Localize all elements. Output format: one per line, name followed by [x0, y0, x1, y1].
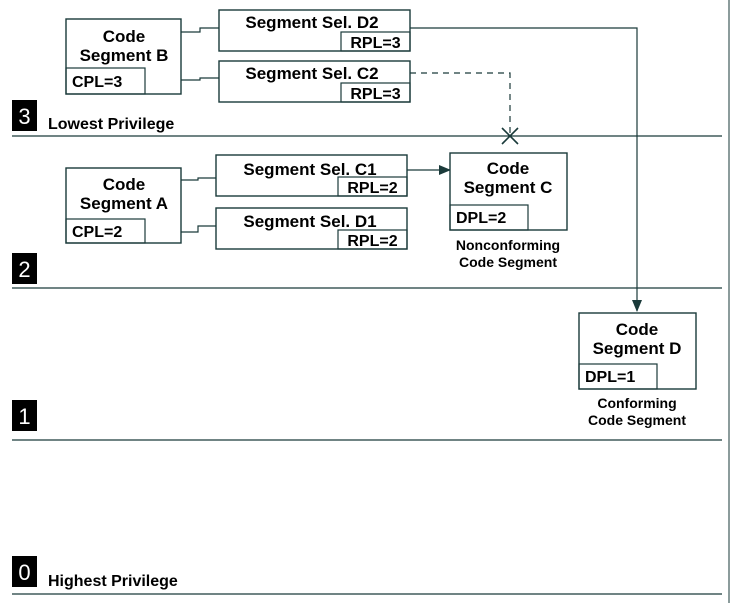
selector-c1-rpl: RPL=2	[347, 180, 397, 197]
level-0-description: Highest Privilege	[48, 573, 178, 590]
code-segment-c-privilege: DPL=2	[456, 210, 506, 227]
code-segment-a-privilege: CPL=2	[72, 224, 122, 241]
connector-a-c1	[181, 177, 216, 181]
connector-a-d1	[181, 225, 216, 233]
selector-d1: Segment Sel. D1 RPL=2	[215, 207, 408, 250]
dashed-c2-to-c	[410, 72, 511, 136]
level-0: 0 Highest Privilege	[12, 556, 178, 590]
selector-d2: Segment Sel. D2 RPL=3	[218, 9, 411, 52]
level-3-badge	[12, 100, 37, 131]
arrow-d2-to-d	[410, 27, 642, 312]
code-segment-d-title-line2: Segment D	[593, 339, 682, 358]
denied-cross-b	[501, 127, 519, 145]
selector-c1-label: Segment Sel. C1	[243, 160, 376, 179]
code-segment-b-title-line2: Segment B	[80, 46, 169, 65]
level-2-badge	[12, 253, 37, 284]
code-segment-b-privilege: CPL=3	[72, 74, 122, 91]
selector-c2: Segment Sel. C2 RPL=3	[218, 60, 411, 103]
selector-d1-label: Segment Sel. D1	[243, 212, 376, 231]
code-segment-c-caption-line1: Nonconforming	[456, 237, 560, 253]
code-segment-d-caption-line1: Conforming	[597, 395, 676, 411]
code-segment-c-title-line1: Code	[487, 159, 530, 178]
connector-b-d2	[181, 27, 219, 33]
code-segment-a-title-line2: Segment A	[80, 194, 168, 213]
selector-c2-rpl: RPL=3	[350, 86, 400, 103]
code-segment-a: Code Segment A CPL=2	[65, 167, 182, 244]
level-1: 1	[12, 400, 37, 431]
selector-c1: Segment Sel. C1 RPL=2	[215, 154, 408, 197]
code-segment-c-title-line2: Segment C	[464, 178, 553, 197]
selector-d1-rpl: RPL=2	[347, 233, 397, 250]
level-3-number: 3	[18, 104, 30, 129]
code-segment-d: Code Segment D DPL=1 Conforming Code Seg…	[578, 312, 697, 428]
selector-d2-label: Segment Sel. D2	[245, 13, 378, 32]
connector-b-c2	[181, 77, 219, 81]
level-1-badge	[12, 400, 37, 431]
code-segment-d-title-line1: Code	[616, 320, 659, 339]
level-0-badge	[12, 556, 37, 587]
code-segment-b: Code Segment B CPL=3	[65, 18, 182, 95]
selector-c2-label: Segment Sel. C2	[245, 64, 378, 83]
level-2-number: 2	[18, 257, 30, 282]
level-0-number: 0	[18, 560, 30, 585]
code-segment-d-privilege: DPL=1	[585, 369, 635, 386]
code-segment-a-title-line1: Code	[103, 175, 146, 194]
level-2: 2	[12, 253, 37, 284]
code-segment-c-caption-line2: Code Segment	[459, 254, 557, 270]
code-segment-b-title-line1: Code	[103, 27, 146, 46]
level-3: 3 Lowest Privilege	[12, 100, 174, 133]
selector-d2-rpl: RPL=3	[350, 35, 400, 52]
level-3-description: Lowest Privilege	[48, 116, 174, 133]
code-segment-c: Code Segment C DPL=2 Nonconforming Code …	[449, 152, 568, 270]
level-1-number: 1	[18, 404, 30, 429]
code-segment-d-caption-line2: Code Segment	[588, 412, 686, 428]
